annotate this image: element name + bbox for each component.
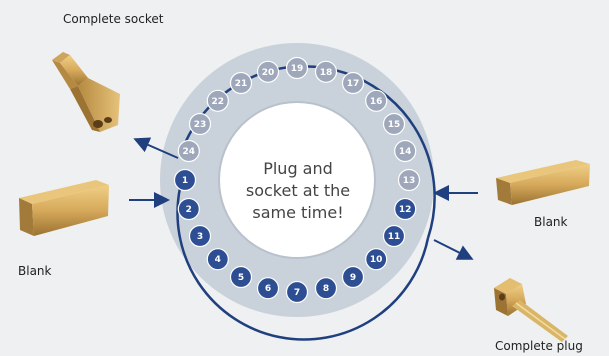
complete-socket-icon <box>52 52 120 132</box>
position-circle <box>314 277 338 300</box>
position-number: 1 <box>182 176 188 186</box>
position-circle <box>382 112 406 136</box>
complete-plug-label: Complete plug <box>495 339 583 353</box>
position-circle <box>256 60 280 83</box>
position-22: 22 <box>206 89 229 112</box>
position-circle <box>229 265 253 289</box>
complete-socket-label: Complete socket <box>63 12 164 26</box>
position-21: 21 <box>229 71 253 95</box>
blank-right-icon <box>496 160 590 205</box>
center-text-line-2: socket at the <box>246 181 350 200</box>
position-circle <box>285 56 309 80</box>
position-20: 20 <box>256 60 280 83</box>
position-15: 15 <box>382 112 406 136</box>
center-text-line-3: same time! <box>252 203 343 222</box>
position-number: 3 <box>197 232 203 242</box>
position-7: 7 <box>285 280 309 304</box>
position-circle <box>173 168 197 192</box>
position-16: 16 <box>365 89 388 112</box>
position-circle <box>397 168 421 192</box>
position-5: 5 <box>229 265 253 289</box>
position-number: 8 <box>323 284 329 294</box>
position-number: 14 <box>399 147 412 157</box>
position-circle <box>341 265 365 289</box>
position-number: 16 <box>370 97 383 107</box>
position-circle <box>256 277 280 300</box>
arrow-to-socket <box>133 137 179 159</box>
complete-plug-icon <box>494 278 568 342</box>
position-1: 1 <box>173 168 197 192</box>
position-9: 9 <box>341 265 365 289</box>
position-number: 4 <box>215 255 221 265</box>
position-number: 24 <box>183 147 196 157</box>
position-2: 2 <box>177 197 200 221</box>
position-24: 24 <box>177 139 200 163</box>
position-13: 13 <box>397 168 421 192</box>
position-circle <box>177 197 200 221</box>
position-6: 6 <box>256 277 280 300</box>
position-circle <box>206 89 229 112</box>
blank-right-label: Blank <box>534 215 568 229</box>
position-number: 23 <box>194 120 207 130</box>
position-circle <box>394 139 417 163</box>
position-number: 18 <box>320 68 333 78</box>
position-number: 19 <box>291 64 304 74</box>
position-circle <box>188 224 212 248</box>
track-path-lower <box>176 187 430 341</box>
position-10: 10 <box>365 248 388 271</box>
position-number: 22 <box>212 97 225 107</box>
blank-left-label: Blank <box>18 264 52 278</box>
position-number: 17 <box>347 79 360 89</box>
position-number: 5 <box>238 273 244 283</box>
position-number: 6 <box>265 284 271 294</box>
position-8: 8 <box>314 277 338 300</box>
position-number: 13 <box>403 176 416 186</box>
position-circle <box>394 197 417 221</box>
position-18: 18 <box>314 60 338 83</box>
position-number: 9 <box>350 273 356 283</box>
position-14: 14 <box>394 139 417 163</box>
position-number: 12 <box>399 205 412 215</box>
position-number: 15 <box>388 120 401 130</box>
position-circle <box>314 60 338 83</box>
position-circle <box>285 280 309 304</box>
position-circle <box>206 248 229 271</box>
position-11: 11 <box>382 224 406 248</box>
position-4: 4 <box>206 248 229 271</box>
position-3: 3 <box>188 224 212 248</box>
position-circle <box>188 112 212 136</box>
position-circle <box>365 89 388 112</box>
position-17: 17 <box>341 71 365 95</box>
center-disc <box>218 101 376 259</box>
blank-left-icon <box>19 180 109 236</box>
position-number: 10 <box>370 255 383 265</box>
position-number: 7 <box>294 288 300 298</box>
position-number: 21 <box>235 79 248 89</box>
position-number: 2 <box>186 205 192 215</box>
position-circle <box>341 71 365 95</box>
position-12: 12 <box>394 197 417 221</box>
position-19: 19 <box>285 56 309 80</box>
arrow-to-plug <box>433 239 474 260</box>
center-text-line-1: Plug and <box>263 159 333 178</box>
position-number: 11 <box>388 232 401 242</box>
position-number: 20 <box>262 68 275 78</box>
position-circle <box>177 139 200 163</box>
position-circle <box>229 71 253 95</box>
position-circle <box>365 248 388 271</box>
position-circle <box>382 224 406 248</box>
position-23: 23 <box>188 112 212 136</box>
